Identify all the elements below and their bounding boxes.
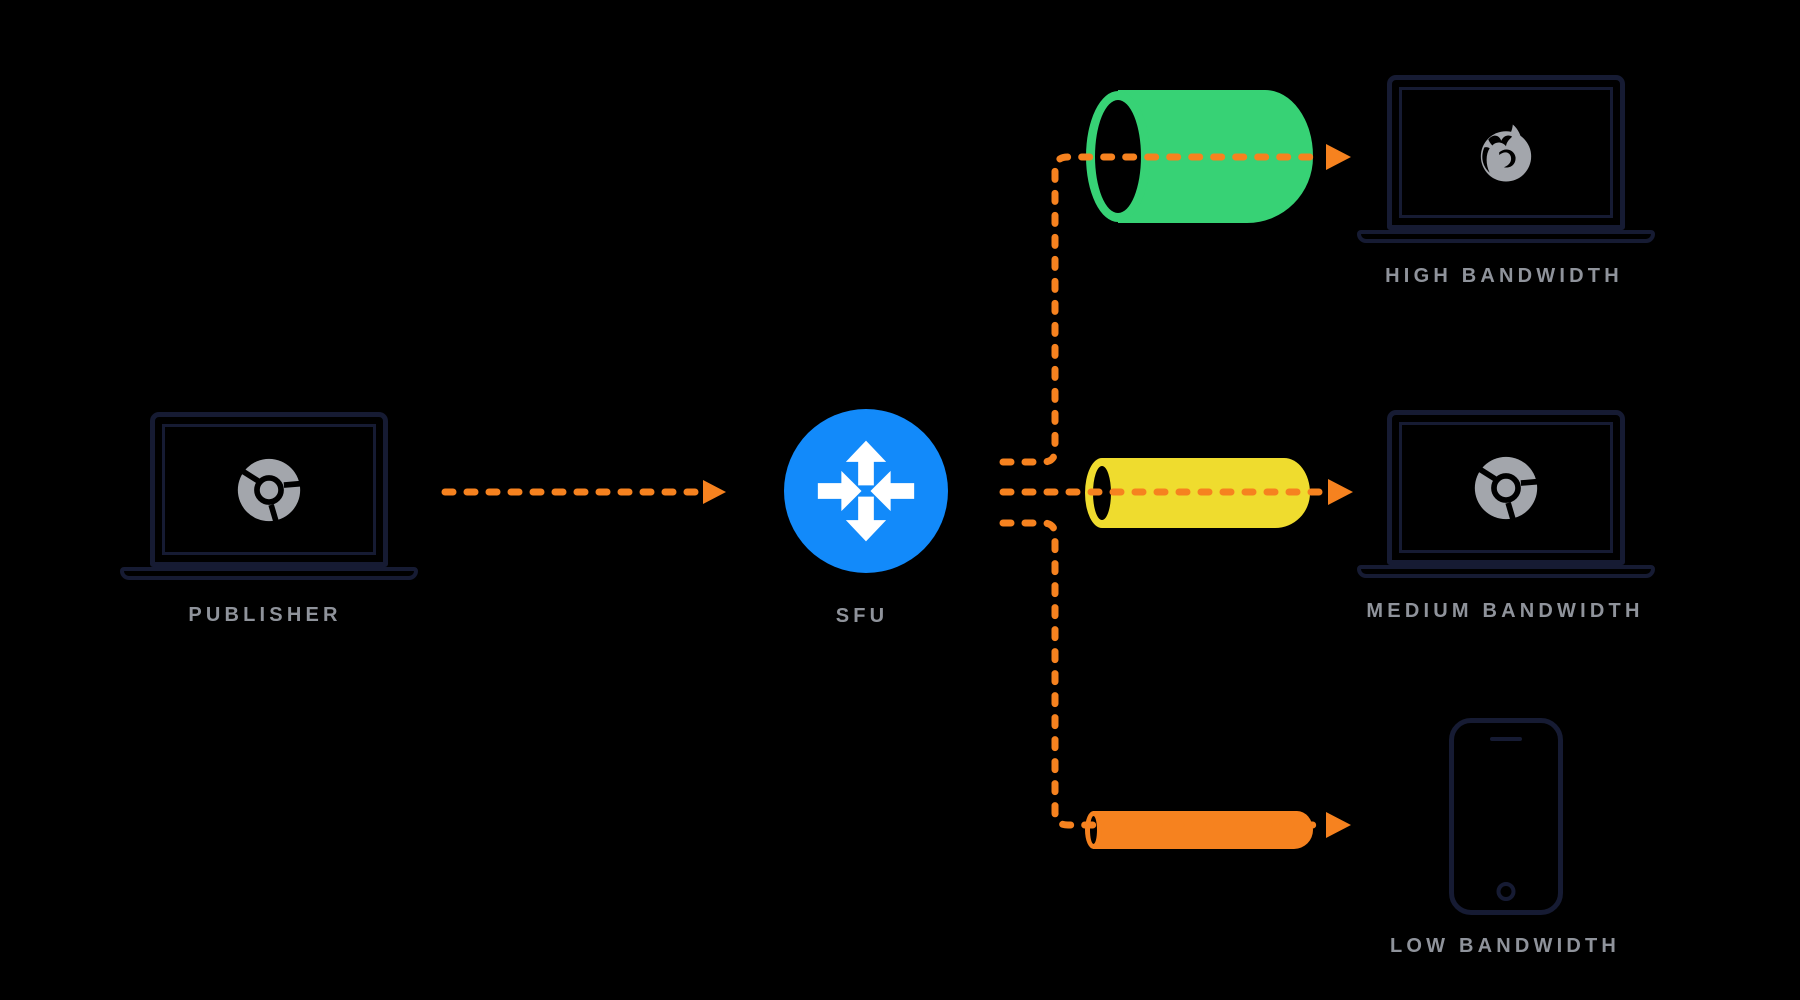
publisher-laptop-screen: [150, 412, 388, 567]
medium-bandwidth-laptop-base: [1357, 565, 1655, 578]
publisher-laptop: [120, 412, 418, 580]
high-bandwidth-laptop-screen-bezel: [1399, 87, 1613, 218]
high-bandwidth-laptop-screen: [1387, 75, 1625, 230]
firefox-icon: [1480, 123, 1532, 182]
arrowhead-to-low: [1326, 812, 1351, 838]
arrowhead-to-high: [1326, 144, 1351, 170]
arrowhead-to-medium: [1328, 479, 1353, 505]
sfu-label: SFU: [835, 605, 889, 627]
high-bandwidth-label: HIGH BANDWIDTH: [1385, 265, 1623, 287]
phone-home-button: [1496, 882, 1516, 901]
publisher-label: PUBLISHER: [188, 604, 342, 626]
low-bandwidth-label: LOW BANDWIDTH: [1389, 935, 1621, 957]
arrowhead-to-sfu: [703, 480, 726, 504]
low-bandwidth-phone: [1449, 718, 1563, 915]
sfu-node: [784, 409, 948, 573]
medium-bandwidth-label: MEDIUM BANDWIDTH: [1366, 600, 1644, 622]
publisher-laptop-base: [120, 567, 418, 580]
pipe-low-bandwidth-mouth: [1085, 811, 1102, 849]
medium-bandwidth-laptop: [1357, 410, 1655, 578]
high-bandwidth-laptop: [1357, 75, 1655, 243]
pipe-high-bandwidth-mouth: [1086, 91, 1150, 222]
phone-speaker: [1490, 737, 1522, 741]
sfu-router-icon: [817, 440, 915, 542]
medium-bandwidth-laptop-screen: [1387, 410, 1625, 565]
medium-bandwidth-laptop-screen-bezel: [1399, 422, 1613, 553]
chrome-icon: [237, 458, 302, 524]
edge-sfu-to-low: [999, 519, 1326, 829]
chrome-icon: [1474, 456, 1539, 522]
publisher-laptop-screen-bezel: [162, 424, 376, 555]
pipe-low-bandwidth: [1093, 811, 1313, 849]
pipe-medium-bandwidth-mouth: [1085, 458, 1119, 528]
high-bandwidth-laptop-base: [1357, 230, 1655, 243]
pipe-medium-bandwidth: [1102, 458, 1310, 528]
